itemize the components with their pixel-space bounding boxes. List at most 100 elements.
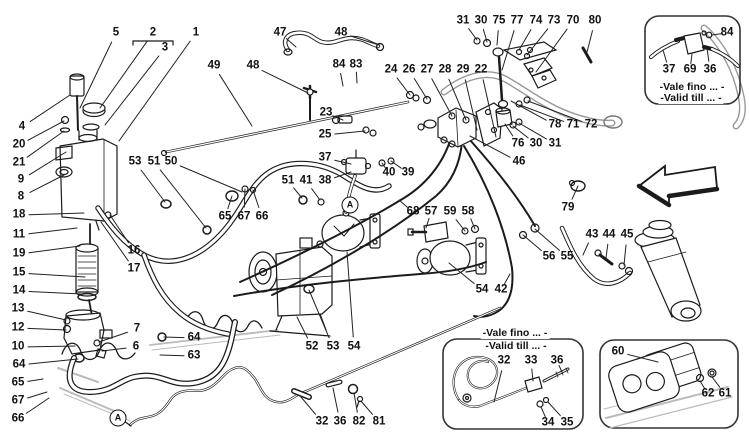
callout-label-71: 71	[566, 118, 580, 131]
leader-line-67	[243, 188, 246, 208]
leader-line-64	[28, 358, 79, 365]
callout-label-84: 84	[720, 26, 734, 39]
leader-line-20	[27, 120, 65, 141]
leader-line-8	[29, 174, 65, 193]
callout-label-21: 21	[12, 156, 26, 169]
leader-line-43	[582, 242, 589, 256]
leader-line-18	[28, 212, 85, 216]
leader-line-60	[627, 353, 659, 363]
callout-label-61: 61	[718, 387, 732, 400]
callout-label-2: 2	[149, 26, 157, 39]
callout-label-43: 43	[585, 228, 599, 241]
leader-line-77	[501, 30, 515, 71]
callout-label-42: 42	[494, 283, 508, 296]
callout-label-73: 73	[547, 14, 561, 27]
leader-line-2	[99, 40, 148, 109]
leader-line-11	[28, 227, 78, 235]
callout-label-75: 75	[492, 14, 506, 27]
callout-label-55: 55	[560, 250, 574, 263]
callout-label-66: 66	[255, 210, 269, 223]
leader-line-48	[261, 69, 309, 94]
callout-label-56: 56	[542, 250, 556, 263]
callout-label-3: 3	[161, 41, 169, 54]
callout-label-64: 64	[12, 358, 26, 371]
callout-label-46: 46	[512, 155, 526, 168]
leader-line-13	[27, 310, 67, 321]
leader-line-76	[504, 123, 514, 137]
callout-label-31: 31	[548, 137, 562, 150]
leader-line-64	[163, 336, 185, 339]
callout-label-78: 78	[548, 118, 562, 131]
callout-label-45: 45	[620, 228, 634, 241]
validity-note-3: -Valid till ... -	[483, 339, 549, 353]
leader-line-50	[179, 165, 243, 193]
group-bracket	[132, 40, 174, 46]
leader-line-29	[464, 79, 478, 131]
leader-line-32	[493, 370, 503, 403]
callout-label-39: 39	[401, 166, 415, 179]
leader-line-57	[425, 217, 430, 229]
callout-label-29: 29	[456, 63, 470, 76]
callout-label-62: 62	[701, 387, 715, 400]
leader-line-31	[518, 122, 547, 140]
leader-line-66	[252, 189, 260, 209]
leader-line-82	[353, 392, 358, 413]
callout-label-17: 17	[127, 262, 141, 275]
leader-line-49	[218, 73, 253, 127]
callout-label-12: 12	[11, 321, 25, 334]
leader-line-53	[308, 289, 330, 339]
leader-line-65	[27, 378, 44, 382]
leader-line-30	[482, 28, 488, 43]
callout-label-13: 13	[11, 302, 25, 315]
callout-label-36: 36	[703, 63, 717, 76]
filter-cartridge	[75, 243, 99, 317]
leader-line-68	[398, 199, 408, 208]
leader-line-34	[540, 406, 546, 418]
callout-label-18: 18	[12, 208, 26, 221]
callout-label-63: 63	[187, 349, 201, 362]
direction-arrow	[636, 164, 720, 208]
callout-label-54: 54	[347, 340, 361, 353]
leader-line-66	[25, 397, 50, 414]
callout-label-36: 36	[333, 415, 347, 428]
leader-line-65	[227, 195, 233, 210]
leader-line-5	[79, 41, 113, 109]
callout-label-24: 24	[384, 63, 398, 76]
leader-line-84	[340, 72, 344, 87]
callout-label-28: 28	[438, 63, 452, 76]
validity-note-2: -Vale fino ... -	[480, 326, 550, 340]
leader-line-12	[27, 327, 67, 331]
callout-label-69: 69	[683, 63, 697, 76]
callout-label-53: 53	[326, 340, 340, 353]
inset-validity-hoses	[644, 15, 741, 105]
callout-label-16: 16	[127, 244, 141, 257]
leader-line-59	[455, 219, 466, 232]
callout-label-67: 67	[237, 210, 251, 223]
callout-label-50: 50	[164, 155, 178, 168]
leader-line-70	[535, 28, 568, 73]
leader-line-19	[28, 245, 81, 254]
leader-line-61	[711, 376, 721, 388]
pump-body	[62, 309, 113, 363]
actuator-right	[407, 221, 487, 276]
steering-column	[634, 219, 702, 322]
pipe-bundle	[233, 133, 536, 318]
callout-label-32: 32	[315, 415, 329, 428]
leader-line-26	[413, 77, 428, 100]
leader-line-55	[534, 228, 560, 251]
leader-line-71	[519, 104, 565, 122]
reservoir-tank	[55, 73, 118, 247]
leader-line-42	[504, 273, 511, 285]
leader-line-31	[468, 28, 478, 41]
leader-line-46	[469, 135, 511, 158]
leader-line-30	[512, 125, 529, 139]
leader-line-4	[29, 94, 71, 122]
feed-hose-43	[518, 223, 634, 286]
callout-label-25: 25	[318, 128, 332, 141]
leader-line-69	[690, 53, 693, 65]
callout-label-54: 54	[475, 283, 489, 296]
callout-label-31: 31	[456, 14, 470, 27]
callout-label-79: 79	[561, 201, 575, 214]
